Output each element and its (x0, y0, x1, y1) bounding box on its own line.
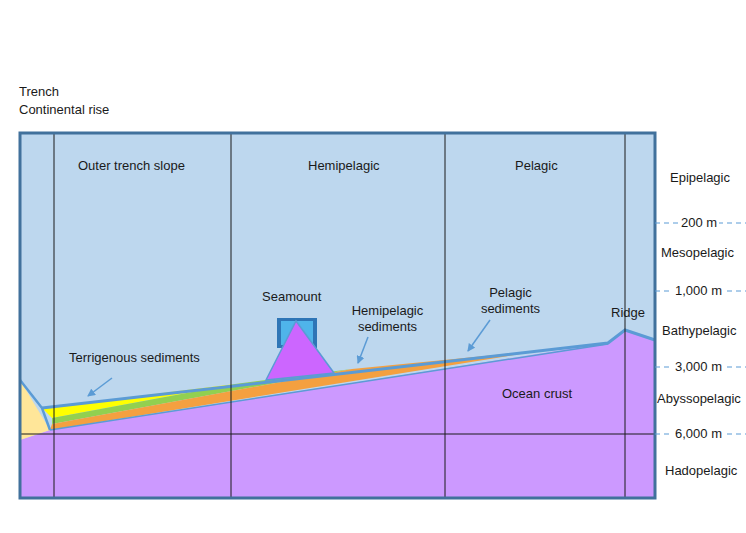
feature-label: Ocean crust (502, 386, 572, 402)
depth-value: 200 m (679, 215, 719, 231)
depth-value: 3,000 m (673, 359, 724, 375)
feature-label: Pelagic sediments (468, 285, 553, 317)
depth-zone-label: Hadopelagic (665, 463, 737, 479)
feature-label: Hemipelagic sediments (340, 303, 435, 335)
zone-label: Outer trench slope (78, 158, 185, 174)
water (20, 133, 655, 498)
corner-label: Continental rise (19, 102, 109, 118)
feature-label: Terrigenous sediments (69, 350, 200, 366)
seafloor (42, 330, 655, 408)
depth-ticks (655, 223, 746, 434)
depth-zone-label: Bathypelagic (662, 323, 736, 339)
feature-label: Seamount (262, 289, 321, 305)
depth-zone-label: Epipelagic (670, 170, 730, 186)
depth-zone-label: Abyssopelagic (657, 391, 741, 407)
frame (20, 133, 655, 498)
ocean-crust (20, 330, 655, 498)
depth-value: 6,000 m (673, 426, 724, 442)
feature-label: Ridge (611, 305, 645, 321)
corner-label: Trench (19, 84, 59, 100)
crust-top (50, 344, 608, 430)
zone-label: Pelagic (515, 158, 558, 174)
trench-wall (20, 380, 50, 430)
depth-zone-label: Mesopelagic (661, 245, 734, 261)
seamount (266, 321, 334, 380)
zone-lines (20, 133, 655, 498)
depth-value: 1,000 m (673, 283, 724, 299)
zone-label: Hemipelagic (308, 158, 380, 174)
